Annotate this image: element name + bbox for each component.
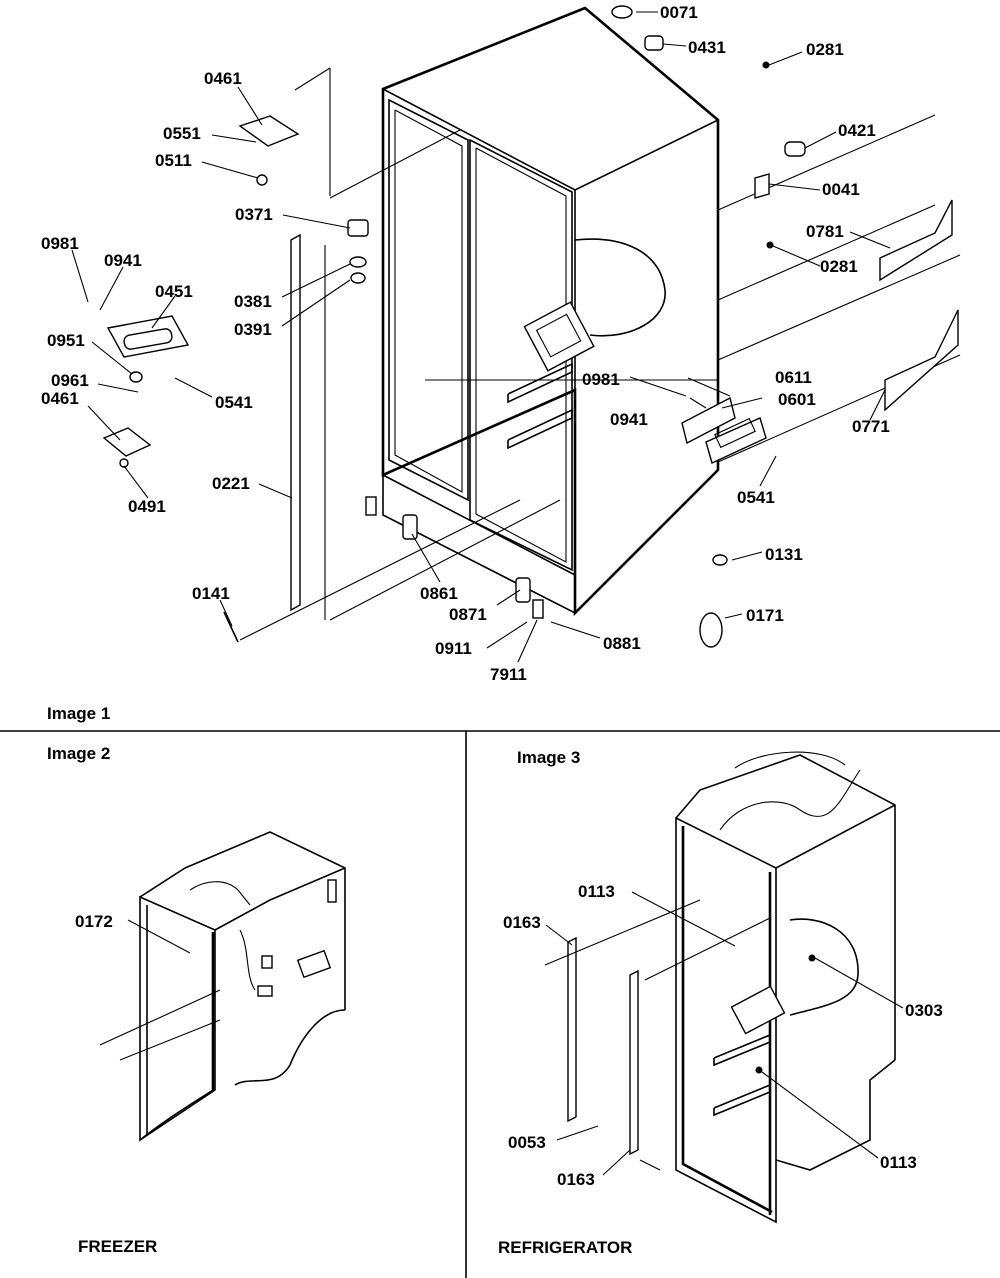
part-label-0941-b: 0941	[610, 410, 648, 429]
part-label-7911: 7911	[490, 665, 527, 684]
part-label-0381: 0381	[234, 292, 272, 311]
part-label-0391: 0391	[234, 320, 272, 339]
part-label-0303: 0303	[905, 1001, 943, 1020]
image3-caption: Image 3	[517, 748, 580, 767]
image1-part-labels: 0071 0431 0281 0421 0041 0781 0281 0771 …	[41, 3, 890, 684]
image1-cabinet-drawing	[71, 5, 961, 663]
image2-freezer-drawing: 0172	[75, 831, 346, 1142]
part-label-0113-b: 0113	[880, 1153, 917, 1172]
freezer-caption: FREEZER	[78, 1237, 157, 1256]
part-label-0163-b: 0163	[557, 1170, 595, 1189]
part-label-0421: 0421	[838, 121, 876, 140]
part-label-0781: 0781	[806, 222, 844, 241]
part-label-0981-b: 0981	[582, 370, 620, 389]
part-label-0861: 0861	[420, 584, 458, 603]
part-label-0511: 0511	[155, 151, 192, 170]
image2-caption: Image 2	[47, 744, 110, 763]
part-label-0491: 0491	[128, 497, 166, 516]
part-label-0881: 0881	[603, 634, 641, 653]
part-label-0541-b: 0541	[737, 488, 775, 507]
part-label-0171: 0171	[746, 606, 784, 625]
refrigerator-caption: REFRIGERATOR	[498, 1238, 632, 1257]
part-label-0541: 0541	[215, 393, 253, 412]
part-label-0961: 0961	[51, 371, 89, 390]
part-label-0551: 0551	[163, 124, 201, 143]
image1-caption: Image 1	[47, 704, 110, 723]
part-label-0461-b: 0461	[41, 389, 79, 408]
part-label-0981: 0981	[41, 234, 79, 253]
part-label-0371: 0371	[235, 205, 273, 224]
part-label-0131: 0131	[765, 545, 803, 564]
part-label-0281-b: 0281	[820, 257, 858, 276]
part-label-0431: 0431	[688, 38, 726, 57]
part-label-0053: 0053	[508, 1133, 546, 1152]
part-label-0163: 0163	[503, 913, 541, 932]
panel-borders	[0, 730, 1000, 1278]
part-label-0771: 0771	[852, 417, 890, 436]
part-label-0071: 0071	[660, 3, 698, 22]
part-label-0113: 0113	[578, 882, 615, 901]
part-label-0451: 0451	[155, 282, 193, 301]
part-label-0141: 0141	[192, 584, 230, 603]
part-label-0172: 0172	[75, 912, 113, 931]
part-label-0911: 0911	[435, 639, 472, 658]
part-label-0221: 0221	[212, 474, 250, 493]
image3-refrigerator-drawing: 0113 0163 0303 0053 0163 0113	[503, 751, 943, 1224]
part-label-0281: 0281	[806, 40, 844, 59]
part-label-0041: 0041	[822, 180, 860, 199]
part-label-0941: 0941	[104, 251, 142, 270]
part-label-0951: 0951	[47, 331, 85, 350]
part-label-0611: 0611	[775, 368, 812, 387]
part-label-0871: 0871	[449, 605, 487, 624]
part-label-0601: 0601	[778, 390, 816, 409]
part-label-0461: 0461	[204, 69, 242, 88]
